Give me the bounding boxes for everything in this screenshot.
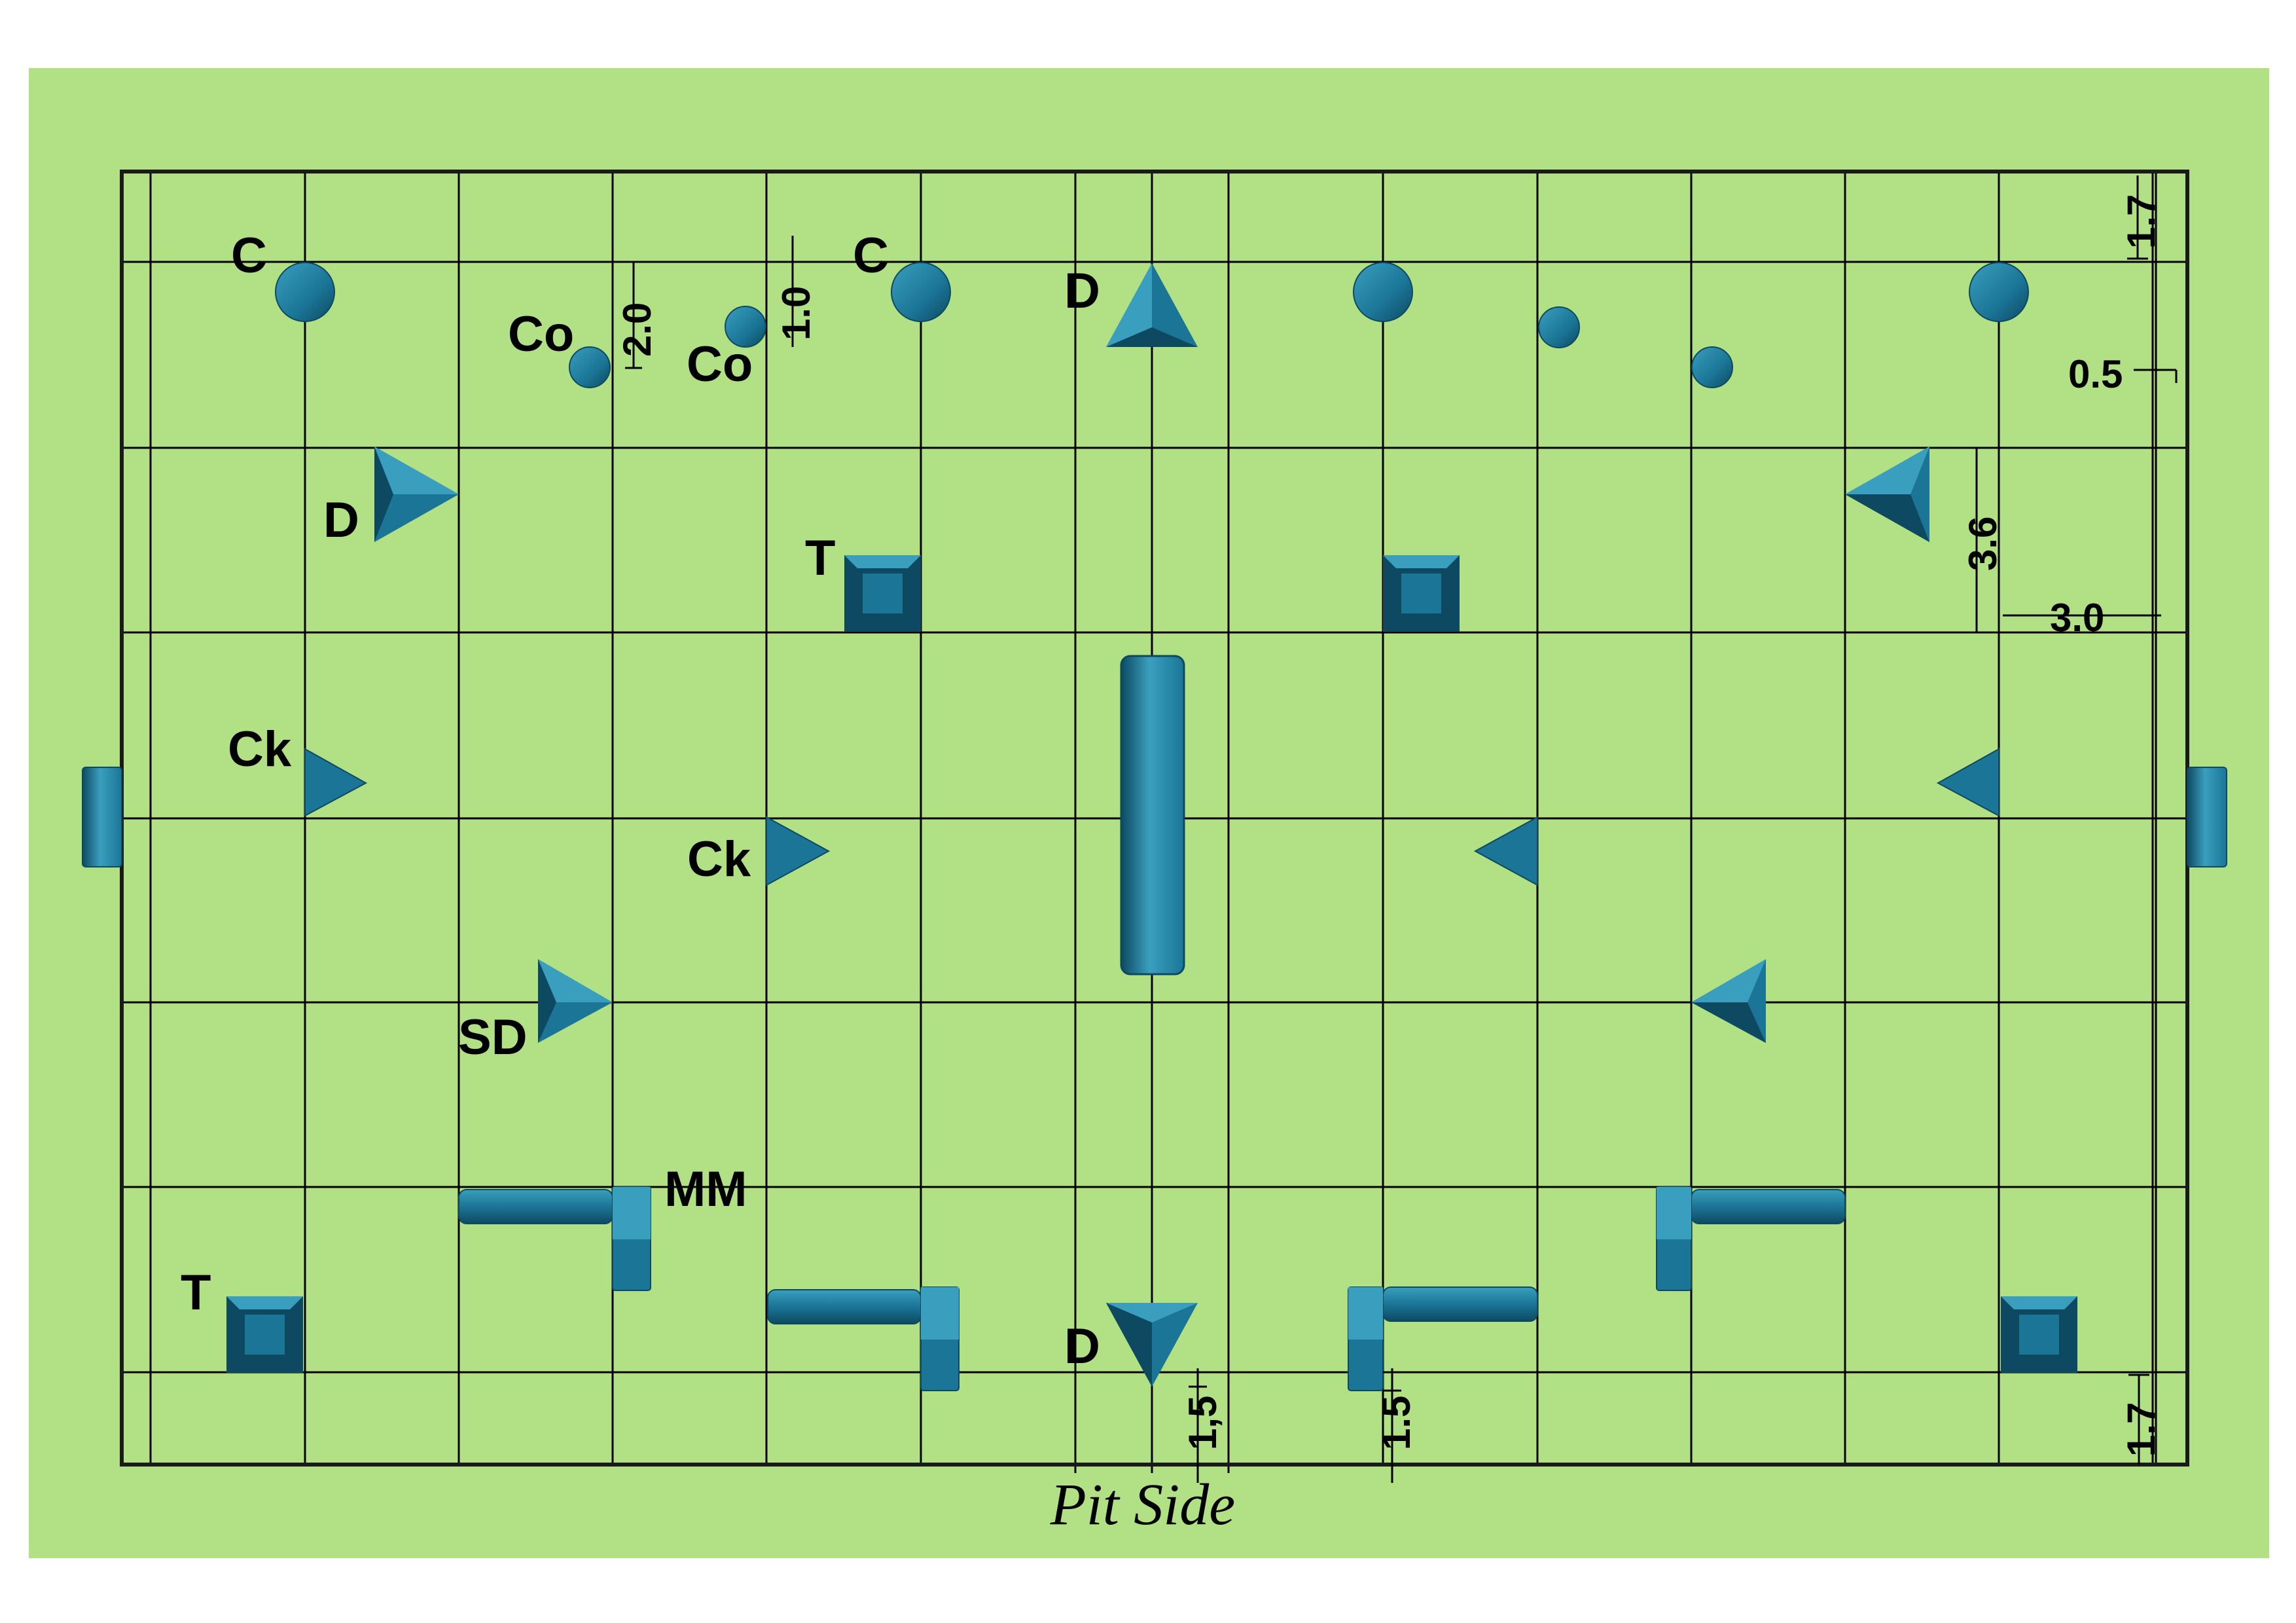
t-block — [1383, 555, 1460, 632]
label-ck: Ck — [228, 721, 292, 777]
t-block — [2001, 1296, 2077, 1373]
left-side-post — [82, 767, 122, 867]
center-vertical-bar — [1120, 655, 1185, 976]
label-d: D — [323, 492, 359, 548]
cone-markers — [275, 262, 2029, 322]
pyramid-right-sd — [538, 959, 613, 1043]
label-co: Co — [687, 337, 753, 392]
small-circle — [1691, 346, 1733, 388]
t-block — [226, 1296, 303, 1373]
mm-barrier — [1348, 1286, 1538, 1391]
cone-circle — [891, 262, 951, 322]
mm-barrier — [767, 1286, 960, 1391]
dimension-values: 1.7 2.0 1.0 0.5 3.6 3.0 1,5 1.5 1.7 — [615, 194, 2163, 1457]
chicane-triangle — [766, 816, 831, 886]
label-co: Co — [508, 306, 574, 362]
chicane-triangle — [1936, 748, 2000, 817]
label-d: D — [1064, 1319, 1100, 1374]
dimension-text: 1.5 — [1374, 1396, 1418, 1450]
t-block — [844, 555, 921, 632]
dimension-text: 1.7 — [2119, 194, 2163, 249]
small-circle — [569, 346, 611, 388]
cone-circle — [275, 262, 335, 322]
label-c: C — [853, 228, 889, 283]
cone-circle — [1353, 262, 1413, 322]
pyramid-down-bottom — [1106, 1303, 1198, 1387]
label-mm: MM — [664, 1161, 747, 1217]
mm-barrier — [1656, 1186, 1846, 1291]
label-c: C — [231, 228, 267, 283]
dimension-text: 3.0 — [2050, 596, 2104, 640]
dimension-text: 3.6 — [1961, 517, 2005, 571]
label-d: D — [1064, 263, 1100, 319]
small-circle — [725, 306, 766, 348]
label-ck: Ck — [687, 831, 751, 887]
pyramid-right-left — [374, 447, 459, 542]
pit-side-caption: Pit Side — [1050, 1472, 1235, 1537]
dimension-lines — [625, 175, 2178, 1483]
pyramid-left-right — [1845, 447, 1929, 542]
chicane-triangle — [304, 748, 368, 817]
pyramid-left-sd — [1691, 959, 1766, 1043]
dimension-text: 2.0 — [615, 302, 659, 357]
dimension-text: 1.7 — [2119, 1402, 2163, 1457]
label-t: T — [805, 530, 835, 586]
cone-circle — [1969, 262, 2029, 322]
small-cone-markers — [569, 306, 1733, 388]
label-sd: SD — [458, 1010, 528, 1065]
dimension-text: 1.0 — [774, 286, 818, 340]
right-side-post — [2187, 767, 2227, 867]
dimension-text: 1,5 — [1181, 1396, 1225, 1450]
small-circle — [1538, 306, 1580, 348]
label-t: T — [181, 1265, 211, 1321]
chicane-triangle — [1473, 816, 1538, 886]
object-labels: C Co Co C D D T Ck Ck SD MM T D — [181, 228, 1100, 1374]
dimension-text: 0.5 — [2068, 352, 2123, 396]
pyramid-up-top — [1106, 263, 1198, 347]
mm-barrier — [458, 1186, 651, 1291]
